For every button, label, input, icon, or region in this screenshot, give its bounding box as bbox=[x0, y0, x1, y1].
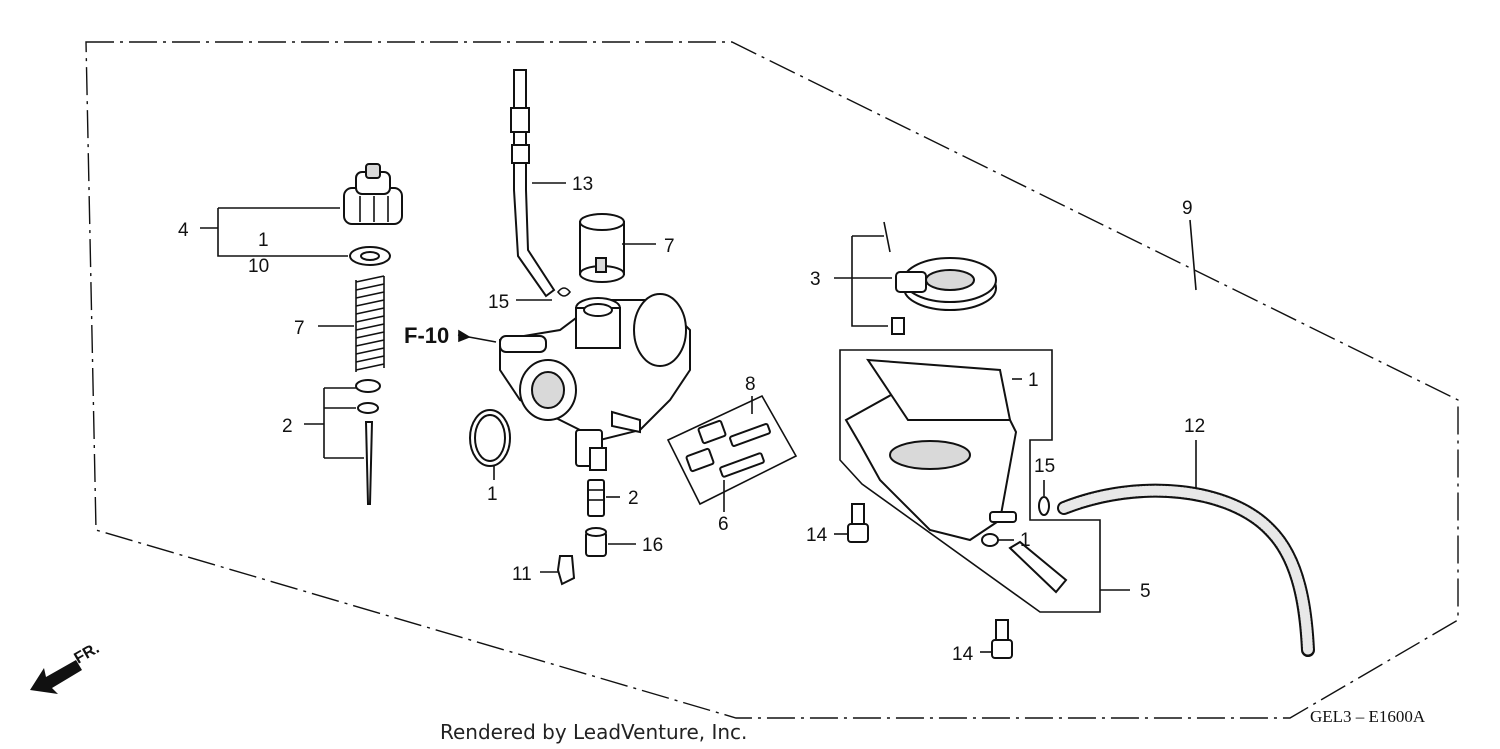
hose-clip bbox=[1038, 496, 1050, 516]
diagram-code: GEL3 – E1600A bbox=[1310, 707, 1426, 726]
throttle-valve bbox=[579, 213, 625, 283]
callout-14-lower: 14 bbox=[952, 644, 974, 665]
callout-15-tube: 15 bbox=[488, 292, 509, 313]
pilot-screw bbox=[556, 555, 576, 586]
throttle-cap-assembly bbox=[343, 163, 403, 225]
callout-1-cap: 1 bbox=[258, 230, 269, 251]
needle-jet bbox=[587, 479, 605, 517]
tube-clip bbox=[556, 287, 572, 297]
front-direction-arrow-icon bbox=[30, 660, 82, 694]
callout-1-oring: 1 bbox=[487, 484, 498, 505]
callout-10: 10 bbox=[248, 256, 269, 277]
float-chamber-box bbox=[839, 349, 1101, 613]
callout-5: 5 bbox=[1140, 581, 1151, 602]
jet-needle bbox=[364, 421, 374, 505]
callout-7-spring: 7 bbox=[294, 318, 305, 339]
callout-15-hose: 15 bbox=[1034, 456, 1055, 477]
callout-1-gasket: 1 bbox=[1028, 370, 1039, 391]
render-credit: Rendered by LeadVenture, Inc. bbox=[440, 720, 747, 744]
callout-2-jet: 2 bbox=[628, 488, 639, 509]
chamber-screw bbox=[847, 503, 869, 543]
needle-clip bbox=[355, 379, 381, 393]
callout-9: 9 bbox=[1182, 198, 1193, 219]
screw-set-box bbox=[666, 394, 798, 506]
callout-4: 4 bbox=[178, 220, 189, 241]
insulator bbox=[895, 257, 997, 311]
callout-7-valve: 7 bbox=[664, 236, 675, 257]
callout-2-needle: 2 bbox=[282, 416, 293, 437]
carburetor-body bbox=[499, 293, 691, 471]
drain-screw bbox=[1008, 540, 1068, 594]
callout-13: 13 bbox=[572, 174, 593, 195]
throttle-spring bbox=[355, 275, 385, 371]
callout-1-washer: 1 bbox=[1020, 530, 1031, 551]
air-screw-set bbox=[685, 419, 771, 478]
callout-16: 16 bbox=[642, 535, 663, 556]
callout-3: 3 bbox=[810, 269, 821, 290]
callout-6: 6 bbox=[718, 514, 729, 535]
float-chamber bbox=[844, 358, 1018, 542]
ref-f-10: F-10 bbox=[404, 323, 449, 348]
callout-11: 11 bbox=[512, 564, 532, 585]
callout-12: 12 bbox=[1184, 416, 1205, 437]
callout-8: 8 bbox=[745, 374, 756, 395]
chamber-screw-2 bbox=[991, 619, 1013, 659]
callout-14-upper: 14 bbox=[806, 525, 828, 546]
assembly-boundary bbox=[85, 41, 1459, 719]
